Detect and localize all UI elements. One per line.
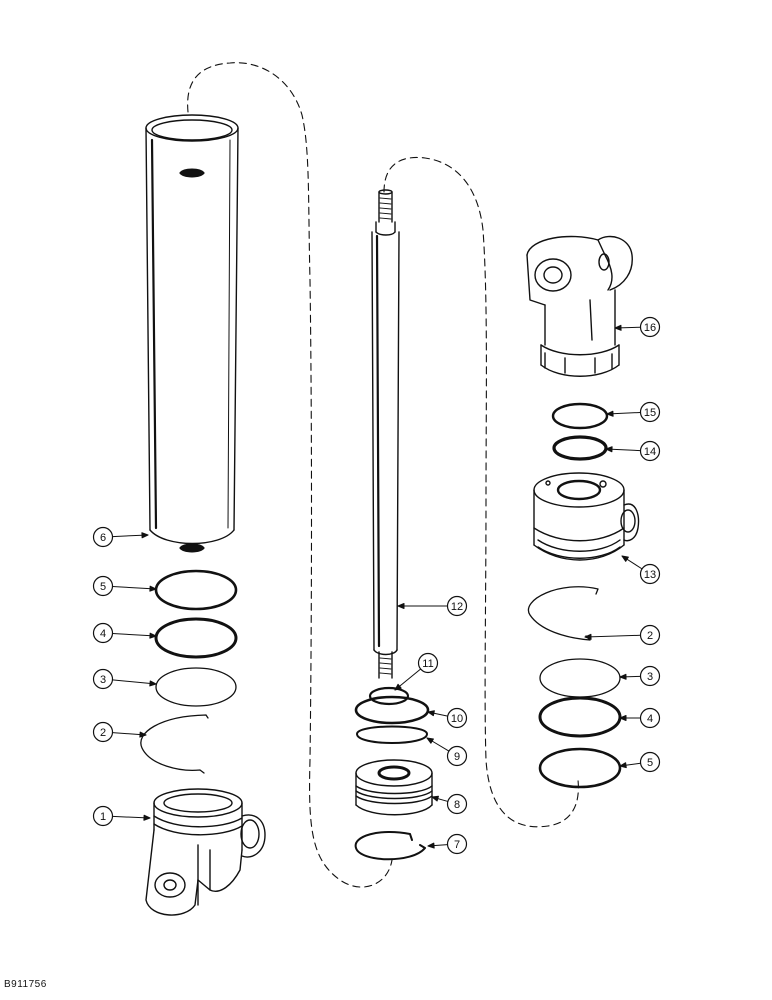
callout-circle-c13 bbox=[639, 563, 661, 585]
callout-arrowhead-c8 bbox=[431, 795, 439, 802]
callout-leader-c2b bbox=[584, 634, 642, 638]
cylinder-barrel bbox=[145, 114, 239, 553]
callout-arrowhead-c9 bbox=[426, 737, 434, 744]
ring-part-3-left bbox=[155, 667, 237, 707]
callout-label-c16: 16 bbox=[644, 322, 656, 334]
callout-arrowhead-c10 bbox=[427, 710, 435, 717]
callout-arrowhead-c3b bbox=[619, 673, 627, 680]
callout-circle-c6 bbox=[92, 526, 114, 548]
callout-circle-c4a bbox=[92, 622, 114, 644]
callout-label-c12: 12 bbox=[451, 601, 463, 613]
callout-label-c5b: 5 bbox=[647, 757, 653, 769]
callout-label-c4b: 4 bbox=[647, 713, 653, 725]
callout-label-c1: 1 bbox=[100, 811, 106, 823]
dashed-assembly-line-rod bbox=[383, 156, 579, 828]
callout-circle-c12 bbox=[446, 595, 468, 617]
callout-arrowhead-c5a bbox=[149, 585, 157, 592]
rod-end-eye-part-16 bbox=[526, 235, 633, 377]
callout-label-c11: 11 bbox=[422, 658, 433, 670]
callout-arrowhead-c7 bbox=[427, 842, 435, 849]
callout-label-c3b: 3 bbox=[647, 671, 653, 683]
callout-circle-c7 bbox=[446, 833, 468, 855]
piston-rod bbox=[371, 189, 400, 679]
callout-circle-c5a bbox=[92, 575, 114, 597]
ring-part-5-left bbox=[154, 569, 238, 611]
callout-arrowhead-c4b bbox=[619, 715, 627, 721]
dashed-assembly-line-barrel bbox=[187, 62, 393, 888]
cylinder-base-end bbox=[145, 788, 266, 916]
figure-reference-number: B911756 bbox=[4, 979, 47, 990]
callout-arrowhead-c13 bbox=[621, 555, 629, 562]
callout-arrowhead-c12 bbox=[397, 603, 405, 609]
ring-part-4-right bbox=[538, 696, 622, 738]
callout-label-c9: 9 bbox=[454, 751, 460, 763]
gland-part-13 bbox=[533, 472, 640, 561]
callout-label-c13: 13 bbox=[644, 569, 656, 581]
callout-label-c4a: 4 bbox=[100, 628, 106, 640]
seal-part-14 bbox=[552, 435, 608, 461]
callout-arrowhead-c16 bbox=[614, 324, 622, 331]
callout-label-c3a: 3 bbox=[100, 674, 106, 686]
callout-arrowhead-c2b bbox=[584, 633, 592, 640]
callout-arrowhead-c5b bbox=[619, 762, 627, 769]
callout-circle-c2b bbox=[639, 624, 661, 646]
callout-arrowhead-c1 bbox=[143, 814, 151, 821]
piston-part-8 bbox=[355, 759, 433, 816]
ring-part-10 bbox=[354, 695, 430, 725]
ring-part-5-right bbox=[538, 747, 622, 789]
ring-part-9 bbox=[356, 725, 428, 744]
callout-label-c5a: 5 bbox=[100, 581, 106, 593]
callout-arrowhead-c3a bbox=[149, 680, 157, 687]
callout-leader-c5a bbox=[111, 586, 157, 590]
callout-circle-c3a bbox=[92, 668, 114, 690]
callout-circle-c2a bbox=[92, 721, 114, 743]
callout-arrowhead-c14 bbox=[605, 446, 613, 453]
callout-label-c8: 8 bbox=[454, 799, 460, 811]
callout-circle-c4b bbox=[639, 707, 661, 729]
callout-circle-c11 bbox=[417, 652, 439, 674]
callout-circle-c9 bbox=[446, 745, 468, 767]
callout-leaders bbox=[111, 324, 643, 849]
callout-circle-c10 bbox=[446, 707, 468, 729]
ring-part-4-left bbox=[154, 617, 238, 659]
callout-circle-c14 bbox=[639, 440, 661, 462]
callout-label-c2b: 2 bbox=[647, 630, 653, 642]
seal-part-11 bbox=[368, 686, 410, 706]
callout-arrowhead-c6 bbox=[141, 532, 149, 539]
callout-arrowhead-c4a bbox=[149, 632, 157, 639]
callout-circle-c3b bbox=[639, 665, 661, 687]
callout-label-c7: 7 bbox=[454, 839, 460, 851]
callout-circle-c5b bbox=[639, 751, 661, 773]
callout-circle-c16 bbox=[639, 316, 661, 338]
snap-ring-part-7 bbox=[354, 830, 426, 861]
callout-leader-c3a bbox=[111, 679, 157, 685]
callout-label-c6: 6 bbox=[100, 532, 106, 544]
callout-label-c10: 10 bbox=[451, 713, 463, 725]
retaining-ring-part-2-left bbox=[140, 714, 209, 774]
callout-leader-c4a bbox=[111, 633, 157, 637]
callout-label-c2a: 2 bbox=[100, 727, 106, 739]
callout-label-c14: 14 bbox=[644, 446, 656, 458]
callout-arrowhead-c11 bbox=[394, 683, 402, 691]
retaining-ring-part-2-right bbox=[527, 586, 599, 641]
callout-arrowhead-c2a bbox=[139, 731, 147, 738]
callout-label-c15: 15 bbox=[644, 407, 656, 419]
wiper-part-15 bbox=[551, 402, 609, 430]
callout-circle-c8 bbox=[446, 793, 468, 815]
callout-arrowhead-c15 bbox=[606, 410, 614, 417]
callout-circle-c1 bbox=[92, 805, 114, 827]
ring-part-3-right bbox=[539, 658, 621, 698]
callout-circle-c15 bbox=[639, 401, 661, 423]
